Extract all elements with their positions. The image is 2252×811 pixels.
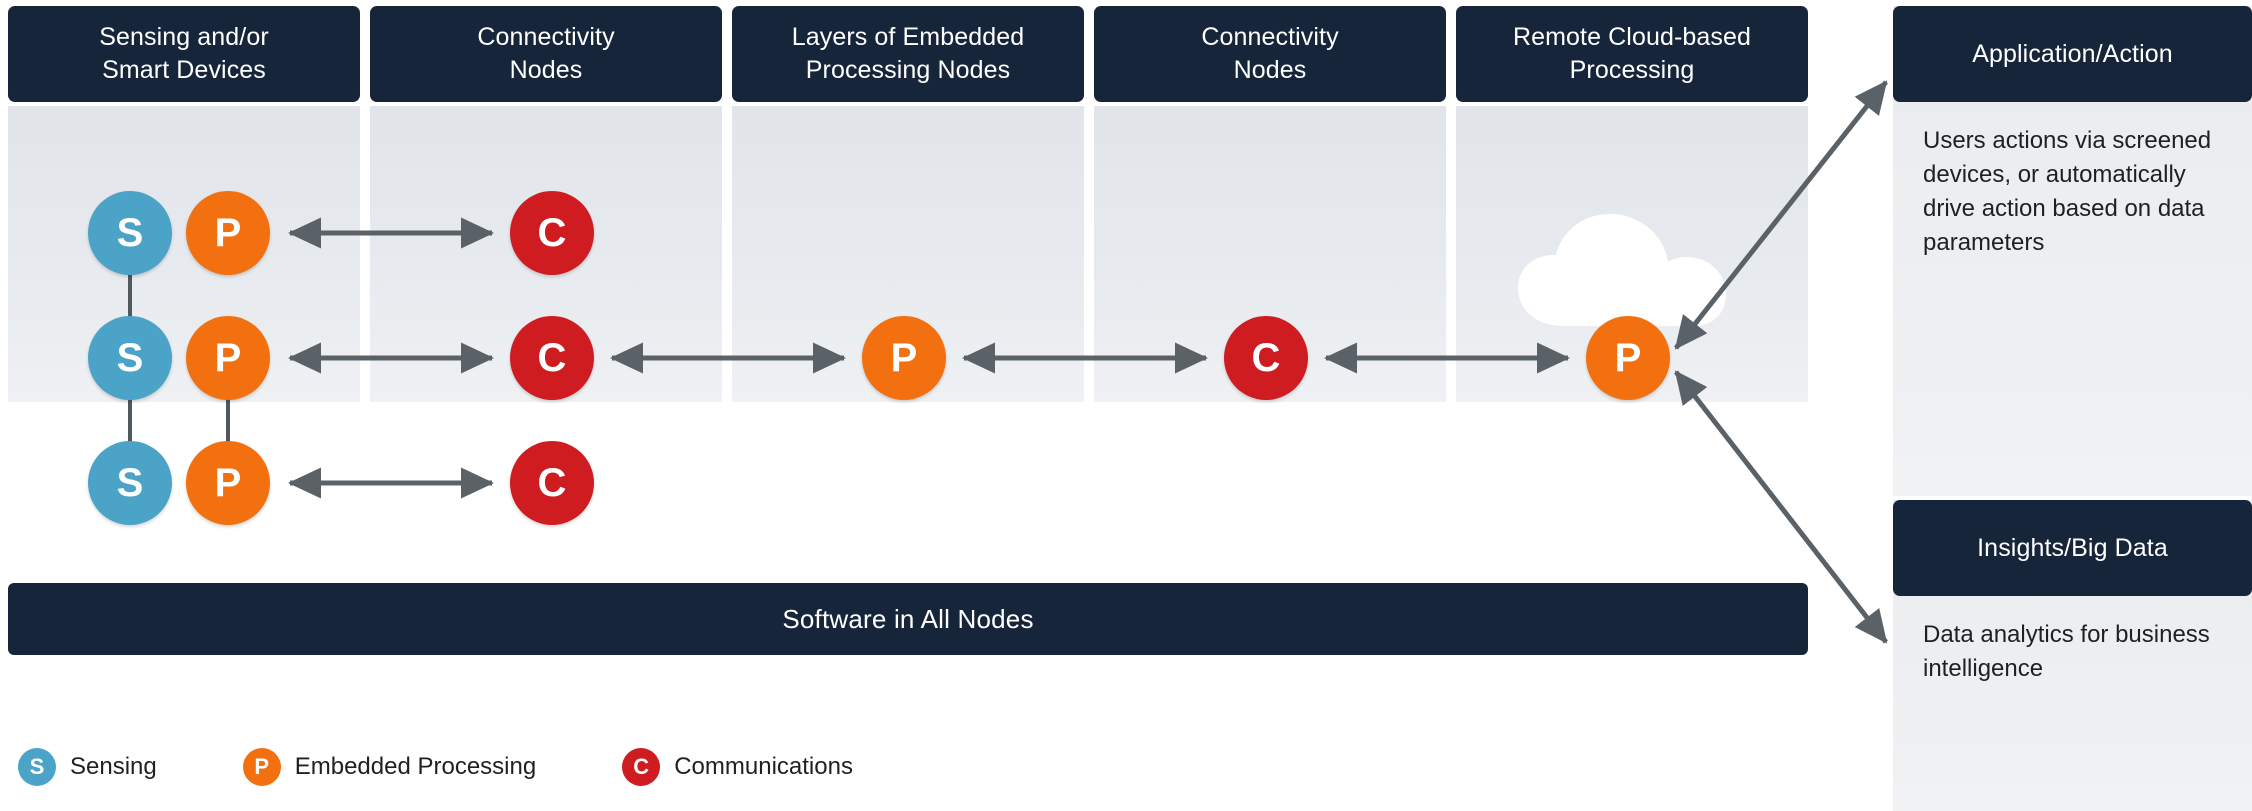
column-header-connectivity-2: Connectivity Nodes xyxy=(1094,6,1446,102)
legend-sensing-icon: S xyxy=(18,748,56,786)
legend-dot-letter: P xyxy=(254,754,270,779)
node-comms-1[interactable]: C xyxy=(510,191,594,275)
legend-dot-letter: C xyxy=(633,754,650,779)
column-header-embedded-processing: Layers of Embedded Processing Nodes xyxy=(732,6,1084,102)
panel-header-insights-big-data: Insights/Big Data xyxy=(1893,500,2252,596)
column-header-line1: Connectivity xyxy=(477,23,615,51)
node-sensing-1[interactable]: S xyxy=(88,191,172,275)
column-header-line1: Remote Cloud-based xyxy=(1512,23,1752,51)
node-label: C xyxy=(537,461,567,505)
column-header-line1: Sensing and/or xyxy=(99,23,269,51)
legend-processing-icon: P xyxy=(242,748,281,786)
node-processing-2[interactable]: P xyxy=(186,316,270,400)
column-connectivity-2: Connectivity Nodes xyxy=(1094,6,1446,574)
legend-label-embedded-processing: Embedded Processing xyxy=(294,753,537,780)
column-body-sensing xyxy=(8,106,360,402)
node-sensing-2[interactable]: S xyxy=(88,316,172,400)
node-cloud-processing[interactable]: P xyxy=(1586,316,1670,400)
panel-heading-label: Insights/Big Data xyxy=(1977,533,2168,562)
stem-s2-s3 xyxy=(128,393,132,447)
node-label: P xyxy=(214,336,242,380)
panel-body-insights-big-data: Data analytics for business intelligence xyxy=(1893,596,2252,696)
node-sensing-3[interactable]: S xyxy=(88,441,172,525)
column-header-connectivity-1: Connectivity Nodes xyxy=(370,6,722,102)
column-header-line1: Layers of Embedded xyxy=(791,23,1025,51)
panel-body-application-action: Users actions via screened devices, or a… xyxy=(1893,102,2252,270)
panel-body-text: Users actions via screened devices, or a… xyxy=(1923,127,2212,257)
panel-body-text: Data analytics for business intelligence xyxy=(1923,621,2210,683)
node-label: P xyxy=(890,336,918,380)
node-label: S xyxy=(116,336,144,380)
legend-label-communications: Communications xyxy=(674,753,853,780)
node-label: P xyxy=(214,211,242,255)
column-embedded-processing: Layers of Embedded Processing Nodes xyxy=(732,6,1084,574)
cloud-icon xyxy=(1518,214,1726,326)
stem-s1-s2 xyxy=(128,268,132,322)
legend-item-embedded-processing: P Embedded Processing xyxy=(242,748,537,786)
node-label: S xyxy=(116,461,144,505)
node-processing-3[interactable]: P xyxy=(186,441,270,525)
column-header-line2: Processing Nodes xyxy=(805,56,1011,84)
node-label: C xyxy=(537,211,567,255)
column-header-line2: Smart Devices xyxy=(102,56,266,84)
legend-label-sensing: Sensing xyxy=(70,753,157,780)
legend-item-communications: C Communications xyxy=(622,748,853,786)
legend: S Sensing P Embedded Processing C Commun… xyxy=(18,742,939,792)
panel-heading-label: Application/Action xyxy=(1972,39,2173,68)
legend-item-sensing: S Sensing xyxy=(18,748,157,786)
column-sensing: Sensing and/or Smart Devices xyxy=(8,6,360,574)
column-header-line2: Processing xyxy=(1569,56,1695,84)
column-header-line2: Nodes xyxy=(1233,56,1307,84)
node-label: P xyxy=(1614,336,1642,380)
legend-comms-icon: C xyxy=(622,748,661,786)
node-comms-2[interactable]: C xyxy=(510,316,594,400)
node-comms-3[interactable]: C xyxy=(510,441,594,525)
panel-header-application-action: Application/Action xyxy=(1893,6,2252,102)
panel-application-action: Application/Action Users actions via scr… xyxy=(1893,6,2252,496)
column-header-line2: Nodes xyxy=(509,56,583,84)
column-header-line1: Connectivity xyxy=(1201,23,1339,51)
stem-p2-p3 xyxy=(226,393,230,447)
software-bar-label: Software in All Nodes xyxy=(782,603,1034,634)
node-embedded-processing[interactable]: P xyxy=(862,316,946,400)
node-label: C xyxy=(1251,336,1281,380)
column-header-sensing: Sensing and/or Smart Devices xyxy=(8,6,360,102)
node-processing-1[interactable]: P xyxy=(186,191,270,275)
node-label: S xyxy=(116,211,144,255)
legend-dot-letter: S xyxy=(29,754,45,779)
panel-insights-big-data: Insights/Big Data Data analytics for bus… xyxy=(1893,500,2252,811)
node-label: C xyxy=(537,336,567,380)
node-label: P xyxy=(214,461,242,505)
software-in-all-nodes-bar: Software in All Nodes xyxy=(8,583,1808,655)
column-header-remote-cloud: Remote Cloud-based Processing xyxy=(1456,6,1808,102)
node-comms-4[interactable]: C xyxy=(1224,316,1308,400)
